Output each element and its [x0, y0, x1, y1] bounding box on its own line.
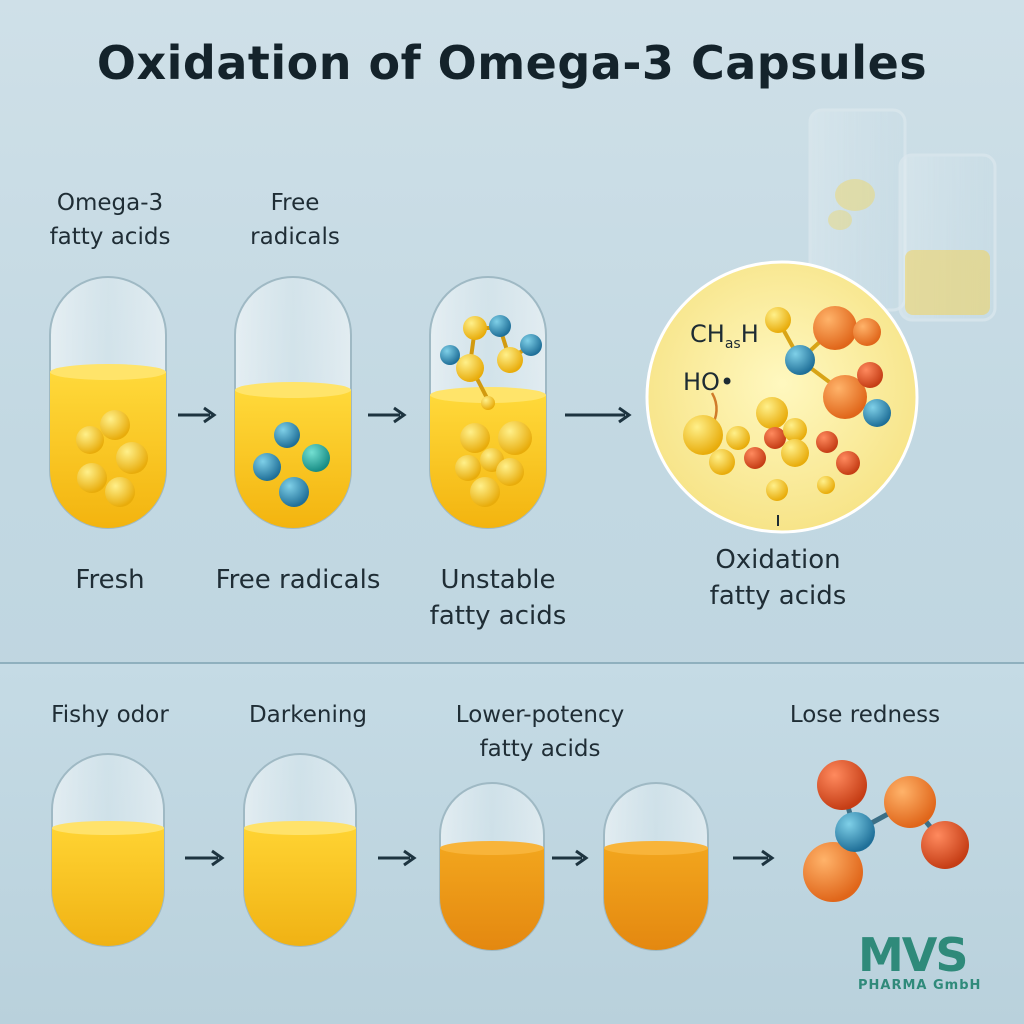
- caption-line: radicals: [250, 224, 340, 250]
- brand-logo: MVS PHARMA GmbH: [858, 932, 998, 1002]
- caption-free-radicals: Free radicals: [215, 186, 375, 254]
- formula-sub: as: [725, 336, 741, 352]
- caption-line: Free: [270, 190, 320, 216]
- capsule-darkening: [243, 753, 357, 947]
- formula-ch: CH: [690, 320, 725, 348]
- logo-subtitle: PHARMA GmbH: [858, 978, 982, 993]
- top-row-diagram: CHasH HO•: [49, 260, 919, 534]
- page-title: Oxidation of Omega-3 Capsules: [96, 36, 928, 90]
- formula-ch3h: CHasH: [690, 320, 759, 352]
- label-free-radicals: Free radicals: [215, 565, 381, 595]
- formula-h: H: [741, 320, 759, 348]
- label-line: fatty acids: [709, 581, 847, 611]
- label-line: Unstable: [440, 565, 556, 595]
- label-fresh: Fresh: [75, 565, 145, 595]
- capsule-lower-potency-2: [603, 782, 709, 951]
- label-lower-potency: Lower-potency fatty acids: [425, 698, 655, 766]
- capsule-fishy-odor: [51, 753, 165, 947]
- capsule-unstable: [429, 276, 547, 529]
- label-lose-redness: Lose redness: [789, 702, 941, 728]
- capsule-free-radicals: [234, 276, 352, 529]
- label-oxidation: Oxidation fatty acids: [678, 542, 878, 614]
- section-divider: [0, 662, 1024, 664]
- caption-line: Omega-3: [56, 190, 164, 216]
- label-line: fatty acids: [429, 601, 567, 631]
- label-darkening: Darkening: [248, 702, 368, 728]
- capsule-lower-potency-1: [439, 782, 545, 951]
- magnified-oxidation-circle: CHasH HO•: [645, 260, 919, 534]
- background-test-tubes: [808, 108, 997, 322]
- bottom-row-diagram: [51, 753, 969, 951]
- capsule-fresh: [49, 276, 167, 529]
- label-line: fatty acids: [479, 736, 601, 762]
- label-fishy-odor: Fishy odor: [51, 702, 169, 728]
- logo-wordmark: MVS: [858, 928, 969, 982]
- label-line: Oxidation: [715, 545, 841, 575]
- caption-line: fatty acids: [49, 224, 171, 250]
- molecule-lose-redness: [803, 760, 969, 902]
- formula-ho: HO•: [683, 368, 734, 396]
- label-unstable: Unstable fatty acids: [408, 562, 588, 634]
- caption-omega3: Omega-3 fatty acids: [30, 186, 190, 254]
- label-line: Lower-potency: [455, 702, 625, 728]
